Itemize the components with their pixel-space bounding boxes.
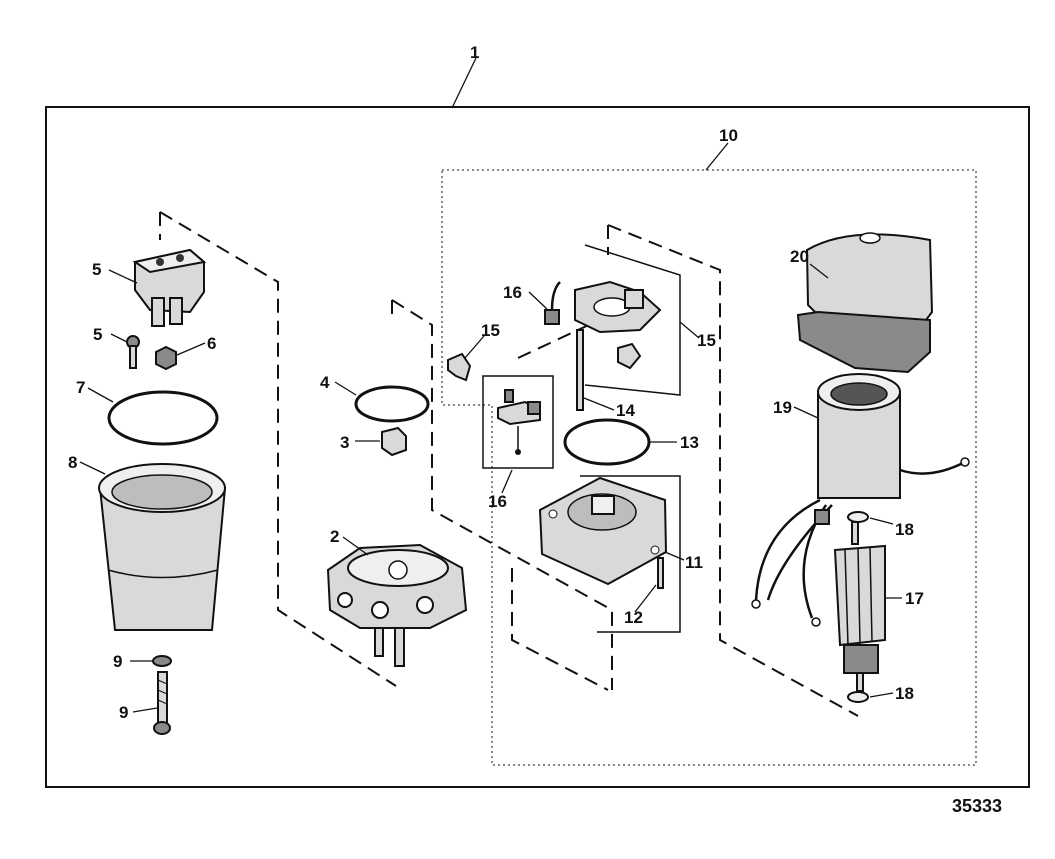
valve-block-part bbox=[132, 248, 207, 327]
callout-16-upper: 16 bbox=[503, 283, 522, 302]
o-ring-4 bbox=[354, 385, 430, 423]
callout-10: 10 bbox=[719, 126, 738, 145]
brush-set-part bbox=[497, 389, 541, 455]
o-ring-13 bbox=[563, 418, 651, 466]
wire-harness-part bbox=[751, 498, 833, 627]
nut-part bbox=[155, 345, 177, 371]
end-cap-part bbox=[538, 476, 668, 586]
reservoir-part bbox=[98, 463, 227, 631]
callout-6: 6 bbox=[207, 334, 216, 353]
fill-screw-part bbox=[153, 671, 171, 735]
callout-14: 14 bbox=[616, 401, 635, 420]
pump-group-outline bbox=[391, 299, 613, 690]
callout-17: 17 bbox=[905, 589, 924, 608]
callout-1: 1 bbox=[470, 43, 479, 62]
callout-18-lower: 18 bbox=[895, 684, 914, 703]
callout-9-lower: 9 bbox=[119, 703, 128, 722]
brush-holder-part bbox=[574, 280, 662, 370]
armature-part bbox=[833, 521, 886, 692]
brush-kit-link bbox=[517, 321, 596, 359]
coupler-part bbox=[381, 426, 407, 457]
stator-part bbox=[817, 373, 970, 499]
callout-2: 2 bbox=[330, 527, 339, 546]
frame-dash-lower bbox=[511, 568, 609, 691]
figure-id: 35333 bbox=[952, 796, 1002, 816]
assembly-frame bbox=[45, 106, 1030, 788]
brush-clip-part bbox=[447, 352, 472, 382]
callout-5-lower: 5 bbox=[93, 325, 102, 344]
endcap-group-outline bbox=[607, 224, 859, 717]
callout-15-right: 15 bbox=[697, 331, 716, 350]
through-bolt-part bbox=[576, 329, 584, 411]
callout-19: 19 bbox=[773, 398, 792, 417]
washer-9 bbox=[152, 655, 172, 667]
callout-9-upper: 9 bbox=[113, 652, 122, 671]
reservoir-group-outline bbox=[159, 211, 397, 687]
callout-15-left: 15 bbox=[481, 321, 500, 340]
callout-4: 4 bbox=[320, 373, 330, 392]
endcap-outline bbox=[580, 475, 681, 633]
o-ring-7 bbox=[107, 390, 219, 446]
pump-body-part bbox=[326, 543, 468, 667]
callout-7: 7 bbox=[76, 378, 85, 397]
screw-part bbox=[126, 335, 140, 369]
washer-18-lower bbox=[847, 691, 869, 703]
brush-kit-box bbox=[482, 375, 554, 469]
terminal-plug-part bbox=[544, 281, 561, 325]
callout-11: 11 bbox=[685, 553, 703, 572]
callout-12: 12 bbox=[624, 608, 643, 627]
washer-18-upper bbox=[847, 511, 869, 523]
end-cap-screw-part bbox=[657, 557, 664, 589]
callout-20: 20 bbox=[790, 247, 809, 266]
brush-holder-outline bbox=[584, 244, 681, 396]
callout-18-upper: 18 bbox=[895, 520, 914, 539]
callout-5-upper: 5 bbox=[92, 260, 101, 279]
callout-3: 3 bbox=[340, 433, 349, 452]
callout-16-lower: 16 bbox=[488, 492, 507, 511]
motor-cover-part bbox=[796, 232, 934, 374]
callout-13: 13 bbox=[680, 433, 699, 452]
callout-8: 8 bbox=[68, 453, 77, 472]
